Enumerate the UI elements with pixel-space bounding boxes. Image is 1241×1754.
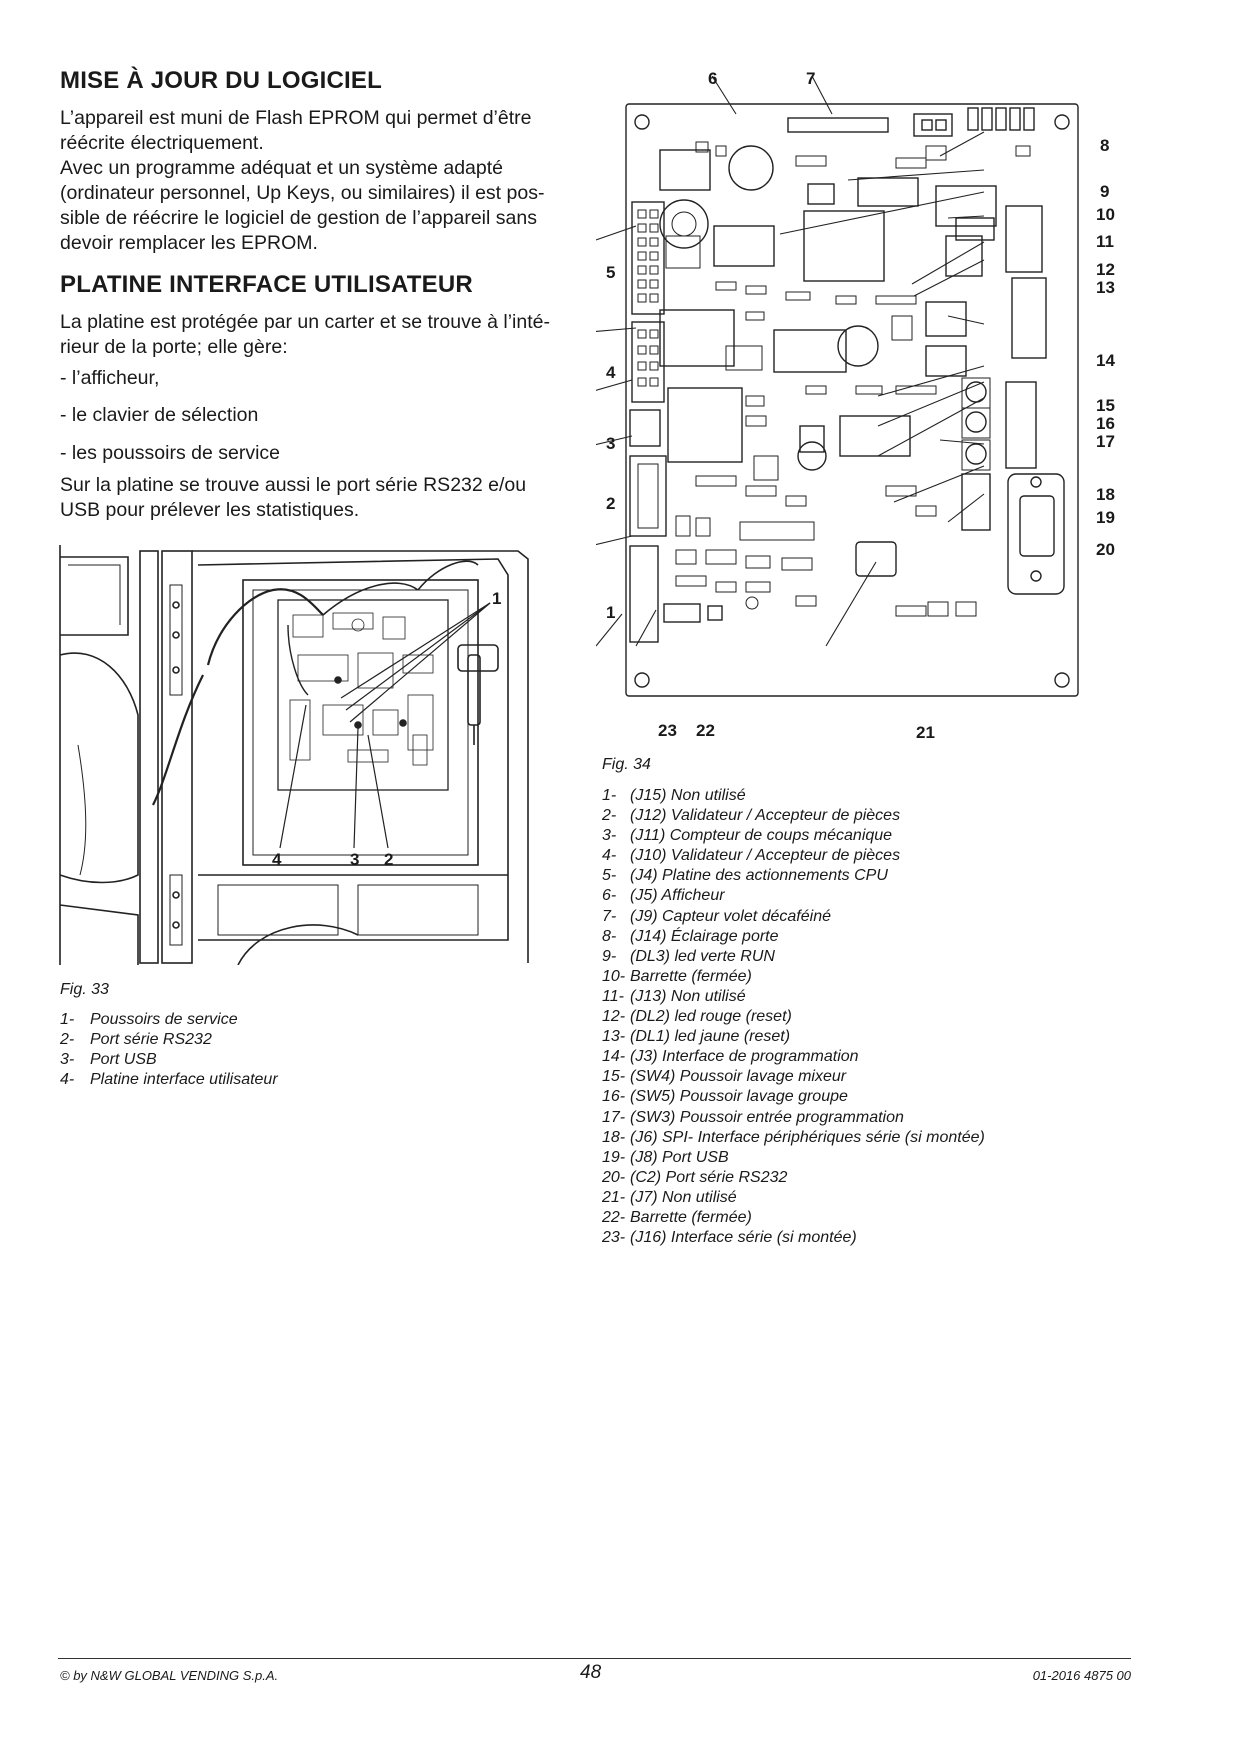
fig33-legend: 1-Poussoirs de service 2-Port série RS23… [60,1010,278,1090]
legend-row: 1-Poussoirs de service [60,1011,238,1028]
fig34-pcb-diagram [596,75,1079,697]
legend-row: 15-(SW4) Poussoir lavage mixeur [602,1068,847,1086]
fig33-illustration: 1 4 3 2 [59,545,529,965]
fig34-caption: Fig. 34 [602,756,651,773]
legend-row: 13-(DL1) led jaune (reset) [602,1028,791,1046]
legend-row: 11-(J13) Non utilisé [602,987,746,1005]
legend-row: 8-(J14) Éclairage porte [602,927,779,945]
interface-outro-paragraph: Sur la platine se trouve aussi le port s… [60,473,590,523]
legend-row: 4-(J10) Validateur / Accepteur de pièces [602,847,901,865]
legend-row: 19-(J8) Port USB [602,1148,729,1166]
fig33-callout-3: 3 [350,850,359,869]
text-line: sible de réécrire le logiciel de gestion… [60,207,537,229]
section-title-user-interface-board: PLATINE INTERFACE UTILISATEUR [60,271,473,298]
footer-document-code: 01-2016 4875 00 [1032,1668,1131,1683]
list-item: - le clavier de sélection [60,404,259,426]
legend-row: 18-(J6) SPI- Interface périphériques sér… [602,1128,985,1146]
text-line: La platine est protégée par un carter et… [60,311,550,333]
fig33-callout-4: 4 [272,850,282,869]
page-number: 48 [580,1662,602,1683]
legend-row: 3-(J11) Compteur de coups mécanique [602,827,893,845]
legend-row: 5-(J4) Platine des actionnements CPU [602,867,888,885]
text-line: réécrite électriquement. [60,132,264,154]
legend-row: 20-(C2) Port série RS232 [602,1168,788,1186]
legend-row: 22-Barrette (fermée) [602,1208,752,1226]
legend-row: 16-(SW5) Poussoir lavage groupe [602,1088,848,1106]
software-update-paragraph: L’appareil est muni de Flash EPROM qui p… [60,106,580,256]
list-item: - l’afficheur, [60,367,160,389]
text-line: Sur la platine se trouve aussi le port s… [60,474,527,496]
fig34-legend: 1-(J15) Non utilisé 2-(J12) Validateur /… [602,786,985,1248]
text-line: USB pour prélever les statistiques. [60,499,360,521]
text-line: (ordinateur personnel, Up Keys, ou simil… [60,182,545,204]
fig33-caption: Fig. 33 [60,981,109,998]
footer-rule [58,1658,1131,1659]
legend-row: 9-(DL3) led verte RUN [602,947,775,965]
text-line: rieur de la porte; elle gère: [60,336,288,358]
legend-row: 2-Port série RS232 [60,1031,212,1049]
footer-copyright: © by N&W GLOBAL VENDING S.p.A. [60,1668,279,1683]
legend-row: 7-(J9) Capteur volet décaféiné [602,907,831,925]
legend-row: 12-(DL2) led rouge (reset) [602,1008,792,1026]
legend-row: 21-(J7) Non utilisé [602,1188,737,1206]
legend-row: 3-Port USB [60,1051,157,1069]
interface-intro-paragraph: La platine est protégée par un carter et… [60,310,590,360]
legend-row: 10-Barrette (fermée) [602,967,752,985]
legend-row: 6-(J5) Afficheur [602,887,725,905]
text-line: Avec un programme adéquat et un système … [60,157,503,179]
legend-row: 2-(J12) Validateur / Accepteur de pièces [602,807,901,825]
legend-row: 23-(J16) Interface série (si montée) [602,1229,857,1247]
fig33-callout-1: 1 [492,589,501,608]
text-line: devoir remplacer les EPROM. [60,232,318,254]
text-line: L’appareil est muni de Flash EPROM qui p… [60,107,532,129]
legend-row: 14-(J3) Interface de programmation [602,1048,859,1066]
fig33-callout-2: 2 [384,850,393,869]
legend-row: 17-(SW3) Poussoir entrée programmation [602,1108,904,1126]
legend-row: 1-(J15) Non utilisé [602,787,746,804]
list-item: - les poussoirs de service [60,442,281,464]
legend-row: 4-Platine interface utilisateur [60,1071,278,1089]
section-title-software-update: MISE À JOUR DU LOGICIEL [60,67,382,94]
